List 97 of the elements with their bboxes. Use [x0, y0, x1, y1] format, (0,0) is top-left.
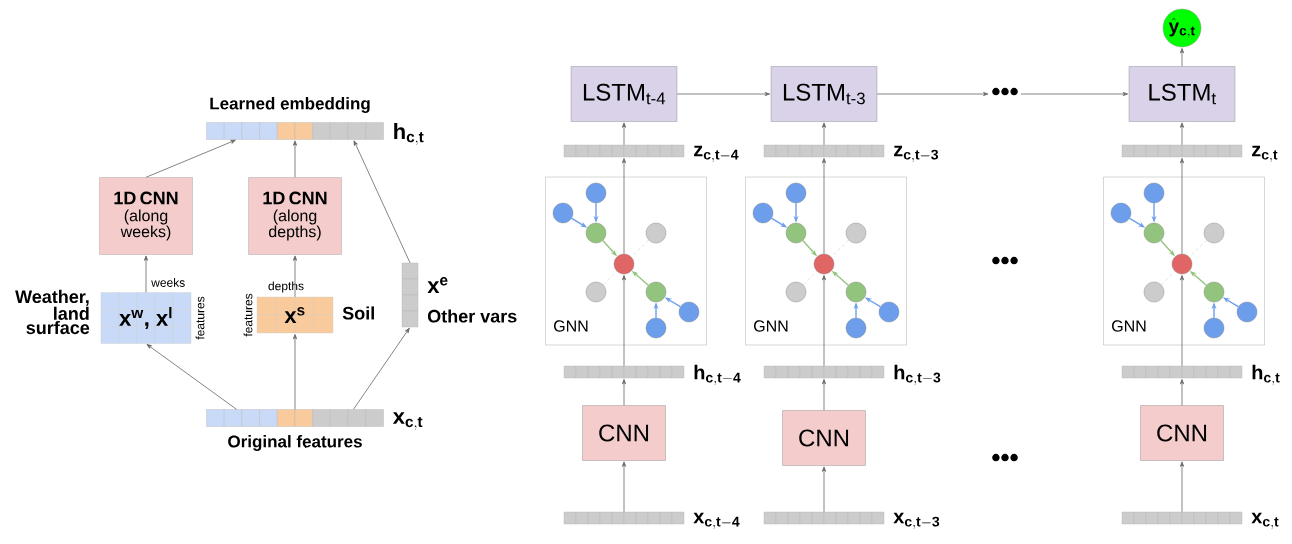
graph-node: [678, 301, 700, 323]
arrow: [1180, 158, 1185, 255]
arrow: [146, 344, 237, 410]
dashed-line: [631, 239, 649, 258]
group-label: Soil: [342, 306, 374, 320]
panel-label: GNN: [754, 320, 788, 332]
arrow: [622, 461, 626, 513]
group-label: Weather, land surface: [15, 289, 90, 335]
axis-label: features: [243, 293, 253, 337]
feature-grid: x$^{s}$: [256, 296, 334, 334]
cnn-box: 1D CNN (along weeks): [99, 177, 193, 255]
vector-label: $\mathbf{z}_{\mathbf{c, t-3}}$: [894, 145, 939, 163]
vector-label: $\mathbf{x}_{\mathbf{c, t-3}}$: [893, 512, 940, 530]
arrow: [1180, 48, 1185, 67]
vector-label: $\mathbf{h}_{\mathbf{c, t-3}}$: [894, 364, 941, 386]
graph-node: [1143, 281, 1165, 303]
vector-label: x$^{e}$: [427, 277, 448, 293]
arrow: [353, 140, 411, 264]
ellipsis: •••: [992, 256, 1018, 265]
dashed-line: [1189, 239, 1207, 258]
arrow: [1180, 379, 1185, 406]
vector-label: $\mathbf{h}_{\mathbf{c, t-4}}$: [694, 364, 741, 386]
graph-node: [1236, 301, 1258, 323]
arrow: [822, 379, 826, 411]
vector-caption: Original features: [228, 435, 362, 451]
graph-node: [1143, 222, 1165, 244]
panel-label: GNN: [1112, 320, 1146, 332]
feature-grid: x$^{w}$, x$^{l}$: [100, 292, 192, 344]
arrow: [293, 334, 297, 410]
dashed-line: [1160, 270, 1176, 286]
graph-node: [645, 222, 667, 244]
arrow: [822, 158, 826, 255]
arrow: [353, 327, 410, 410]
dashed-line: [602, 270, 618, 286]
lstm-box: LSTM$_{t-3}$: [770, 66, 878, 122]
cnn-box: CNN: [582, 405, 666, 461]
lstm-box: LSTM$_{t}$: [1128, 66, 1236, 122]
graph-node: [645, 317, 667, 339]
arrow: [1020, 92, 1129, 96]
arrow: [876, 92, 989, 96]
graph-node: [845, 222, 867, 244]
graph-node: [878, 301, 900, 323]
arrow: [622, 379, 626, 406]
cnn-box: 1D CNN (along depths): [248, 177, 342, 255]
dashed-line: [802, 270, 818, 286]
graph-node: [552, 202, 574, 224]
graph-node: [1203, 222, 1225, 244]
graph-node: [785, 182, 807, 204]
ellipsis: •••: [992, 87, 1018, 96]
dashed-line: [831, 239, 849, 258]
arrow: [622, 122, 626, 146]
arrow: [145, 139, 236, 178]
arrow: [822, 275, 826, 367]
graph-node: [845, 317, 867, 339]
lstm-box: LSTM$_{t-4}$: [570, 66, 678, 122]
ellipsis: •••: [992, 453, 1018, 462]
graph-node: [785, 222, 807, 244]
graph-node: [785, 281, 807, 303]
vector-caption: Learned embedding: [210, 97, 370, 113]
graph-node: [1203, 317, 1225, 339]
graph-node: [585, 182, 607, 204]
graph-node: [1203, 281, 1225, 303]
vector-label: $\mathbf{z}_{\mathbf{c, t}}$: [1252, 145, 1278, 163]
graph-node: [1110, 202, 1132, 224]
graph-node: [845, 281, 867, 303]
graph-node: [1171, 253, 1193, 275]
graph-node: [813, 253, 835, 275]
arrow: [622, 158, 626, 255]
vector-label: $\mathbf{h}_{\mathbf{c, t}}$: [1252, 364, 1280, 386]
graph-node: [645, 281, 667, 303]
arrow: [676, 92, 770, 96]
arrow: [293, 255, 297, 298]
arrow: [144, 255, 148, 293]
group-label: Other vars: [427, 309, 517, 323]
arrow: [1180, 275, 1185, 367]
graph-node: [752, 202, 774, 224]
graph-node: [1143, 182, 1165, 204]
vector-label: $\mathbf{x}_{\mathbf{c, t}}$: [1251, 512, 1279, 530]
cnn-box: CNN: [782, 410, 866, 466]
arrow: [293, 140, 297, 178]
arrow: [822, 466, 826, 513]
axis-label: depths: [268, 281, 304, 293]
cnn-box: CNN: [1140, 405, 1224, 461]
arrow: [1180, 461, 1185, 513]
arrow: [1180, 122, 1185, 146]
axis-label: weeks: [151, 278, 185, 287]
vector-label: $\mathbf{h}_{\mathbf{c, t}}$: [394, 123, 424, 145]
graph-node: [585, 281, 607, 303]
vector-label: $\mathbf{x}_{\mathbf{c, t}}$: [392, 412, 423, 430]
graph-node: [585, 222, 607, 244]
axis-label: features: [195, 296, 205, 340]
arrow: [822, 122, 826, 146]
arrow: [622, 275, 626, 367]
vector-label: $\mathbf{x}_{\mathbf{c, t-4}}$: [693, 512, 740, 530]
panel-label: GNN: [554, 320, 588, 332]
graph-node: [613, 253, 635, 275]
vector-label: $\mathbf{z}_{\mathbf{c, t-4}}$: [694, 145, 739, 163]
